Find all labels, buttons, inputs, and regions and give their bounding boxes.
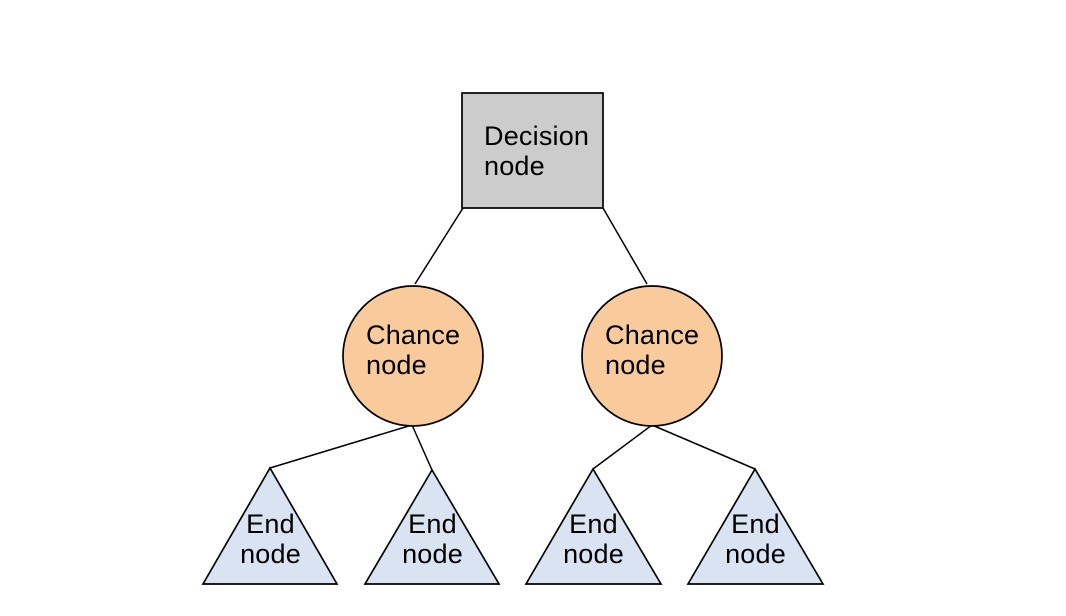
end-node-2-label: End node: [402, 509, 463, 569]
decision-node-shape: [461, 92, 604, 209]
decision-node-label: Decision node: [484, 121, 590, 181]
end-node-4-shape: [686, 467, 825, 585]
chance-node-right-shape: [581, 285, 723, 427]
end-node-3-label: End node: [563, 509, 624, 569]
end-node-4-label: End node: [725, 509, 786, 569]
end-node-3-shape: [524, 467, 663, 585]
edge-chance-left-to-end-1: [269, 424, 413, 469]
edge-decision-to-chance-right: [602, 207, 648, 285]
end-node-1-shape: [201, 466, 339, 585]
chance-node-right-label: Chance node: [605, 320, 700, 380]
edge-chance-left-to-end-2: [411, 424, 433, 471]
edge-chance-right-to-end-4: [651, 424, 756, 470]
chance-node-left-shape: [342, 285, 484, 427]
end-node-2-shape: [363, 468, 501, 585]
chance-node-left-label: Chance node: [366, 320, 461, 380]
edge-chance-right-to-end-3: [592, 424, 653, 470]
edge-decision-to-chance-left: [414, 207, 464, 285]
end-node-1-label: End node: [240, 509, 301, 569]
